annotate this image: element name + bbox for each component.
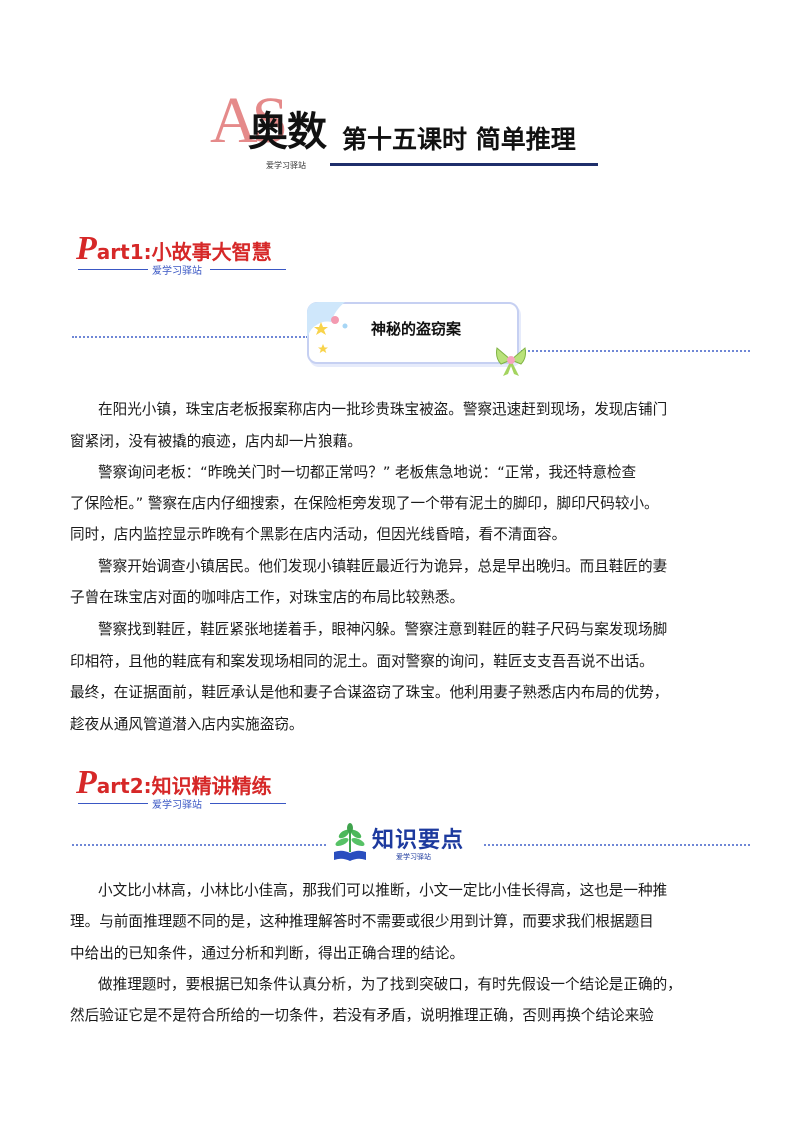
story-banner-box (307, 302, 519, 364)
part2-subline-left (78, 803, 148, 804)
dotted-rule-right (520, 350, 750, 352)
knowledge-line: 小文比小林高，小林比小佳高，那我们可以推断，小文一定比小佳长得高，这也是一种推 (98, 882, 668, 899)
knowledge-banner: 知识要点 爱学习驿站 (330, 822, 480, 866)
part2-label: art2: (96, 774, 152, 798)
story-line: 印相符，且他的鞋底有和案发现场相同的泥土。面对警察的询问，鞋匠支支吾吾说不出话。 (70, 653, 654, 670)
lesson-title: 第十五课时 简单推理 (342, 125, 576, 154)
knowledge-line: 中给出的已知条件，通过分析和判断，得出正确合理的结论。 (70, 945, 465, 962)
title-underline (330, 163, 598, 166)
dotted-rule-left (72, 336, 308, 338)
part1-heading: Part1:小故事大智慧 (76, 232, 272, 266)
story-line: 最终，在证据面前，鞋匠承认是他和妻子合谋盗窃了珠宝。他利用妻子熟悉店内布局的优势… (70, 684, 669, 701)
story-line: 在阳光小镇，珠宝店老板报案称店内一批珍贵珠宝被盗。警察迅速赶到现场，发现店铺门 (98, 401, 668, 418)
logo-main: 奥数 (248, 109, 327, 155)
part1-subline: 爱学习驿站 (78, 262, 286, 277)
part2-sub: 爱学习驿站 (152, 800, 202, 811)
knowledge-banner-sub: 爱学习驿站 (396, 853, 431, 861)
story-line: 同时，店内监控显示昨晚有个黑影在店内活动，但因光线昏暗，看不清面容。 (70, 526, 567, 543)
logo-letters: AS (210, 84, 288, 157)
story-line: 警察找到鞋匠，鞋匠紧张地搓着手，眼神闪躲。警察注意到鞋匠的鞋子尺码与案发现场脚 (98, 621, 668, 638)
knowledge-line: 做推理题时，要根据已知条件认真分析，为了找到突破口，有时先假设一个结论是正确的， (98, 976, 682, 993)
knowledge-banner-title: 知识要点 (372, 828, 465, 853)
part2-p: P (76, 764, 97, 801)
part2-heading: Part2:知识精讲精练 (76, 766, 272, 800)
part2-title: 知识精讲精练 (151, 774, 272, 798)
part1-title: 小故事大智慧 (151, 240, 272, 264)
part1-sub: 爱学习驿站 (152, 266, 202, 277)
part1-label: art1: (96, 240, 152, 264)
part1-subline-left (78, 269, 148, 270)
knowledge-line: 然后验证它是不是符合所给的一切条件，若没有矛盾，说明推理正确，否则再换个结论来验 (70, 1007, 654, 1024)
story-line: 趁夜从通风管道潜入店内实施盗窃。 (70, 716, 304, 733)
logo-sub: 爱学习驿站 (266, 161, 306, 170)
logo: AS 奥数 爱学习驿站 (210, 88, 330, 176)
part1-p: P (76, 230, 97, 267)
dotted-rule-right (484, 844, 750, 846)
knowledge-line: 理。与前面推理题不同的是，这种推理解答时不需要或很少用到计算，而要求我们根据题目 (70, 913, 654, 930)
story-line: 警察询问老板：“昨晚关门时一切都正常吗？” 老板焦急地说：“正常，我还特意检查 (98, 464, 637, 481)
part1-subline-right (210, 269, 286, 270)
bow-icon (496, 347, 526, 376)
story-line: 窗紧闭，没有被撬的痕迹，店内却一片狼藉。 (70, 433, 362, 450)
story-banner-title: 神秘的盗窃案 (371, 320, 462, 338)
story-banner: 神秘的盗窃案 (307, 302, 526, 376)
story-line: 警察开始调查小镇居民。他们发现小镇鞋匠最近行为诡异，总是早出晚归。而且鞋匠的妻 (98, 558, 668, 575)
plant-book-icon (334, 823, 366, 861)
story-line: 子曾在珠宝店对面的咖啡店工作，对珠宝店的布局比较熟悉。 (70, 589, 465, 606)
star-icon (307, 302, 348, 353)
story-line: 了保险柜。” 警察在店内仔细搜索，在保险柜旁发现了一个带有泥土的脚印，脚印尺码较… (70, 495, 659, 512)
part2-subline: 爱学习驿站 (78, 796, 286, 811)
part2-subline-right (210, 803, 286, 804)
dotted-rule-left (72, 844, 326, 846)
